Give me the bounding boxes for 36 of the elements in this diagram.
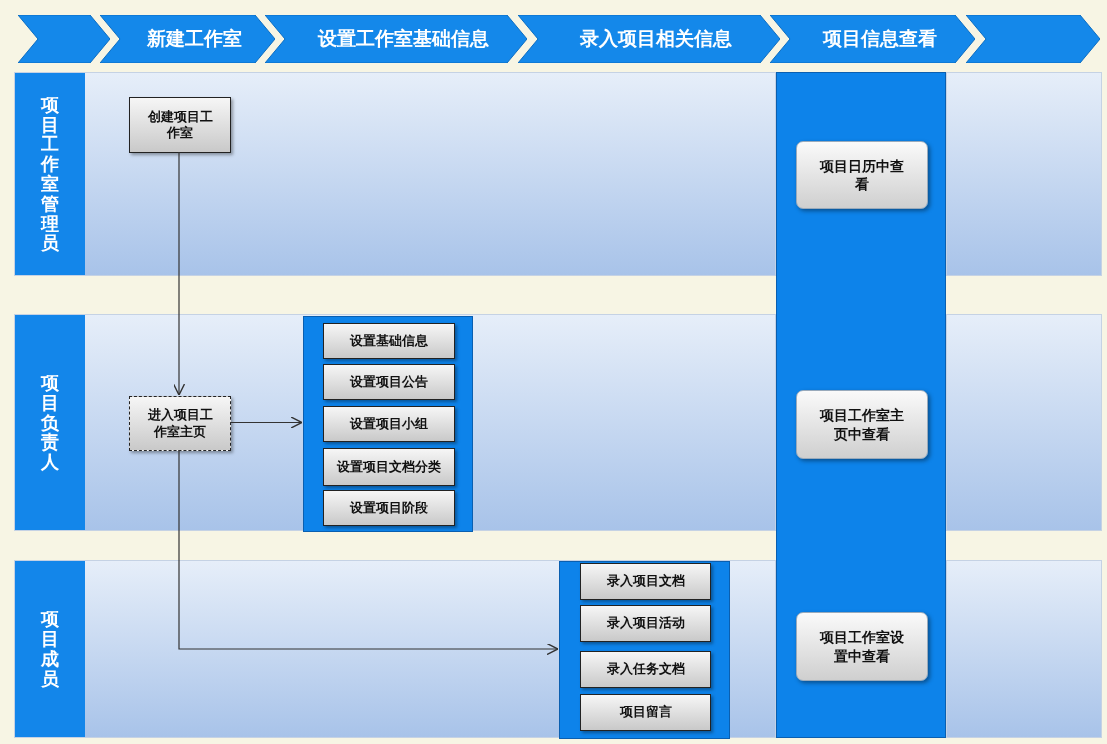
swimlane	[14, 560, 776, 738]
process-box: 设置基础信息	[323, 323, 455, 359]
process-box: 项目留言	[580, 694, 711, 731]
swimlane	[14, 314, 776, 531]
process-box: 设置项目小组	[323, 406, 455, 442]
process-box: 设置项目公告	[323, 364, 455, 400]
view-box: 项目工作室主页中查看	[796, 390, 928, 459]
swimlane	[14, 72, 776, 276]
chevron-step	[518, 15, 780, 63]
step-label: 设置工作室基础信息	[316, 26, 490, 51]
process-box: 录入项目文档	[580, 563, 711, 600]
process-box: 进入项目工作室主页	[129, 396, 231, 451]
chevron-step	[265, 15, 527, 63]
lane-header: 项目成员	[15, 561, 85, 737]
process-box: 录入项目活动	[580, 605, 711, 642]
arrow	[229, 416, 303, 429]
group-panel	[303, 316, 473, 532]
view-box: 项目日历中查看	[796, 141, 928, 209]
group-panel	[559, 561, 730, 739]
arrow	[172, 151, 186, 396]
process-box: 创建项目工作室	[129, 97, 231, 153]
step-label: 录入项目相关信息	[579, 26, 733, 51]
group-panel	[776, 72, 946, 738]
lane-header: 项目负责人	[15, 315, 85, 530]
chevron-step	[770, 15, 975, 63]
process-box: 设置项目阶段	[323, 490, 455, 526]
view-box: 项目工作室设置中查看	[796, 612, 928, 681]
lane-header: 项目工作室管理员	[15, 73, 85, 275]
step-label: 项目信息查看	[821, 26, 938, 51]
chevron-step	[966, 15, 1100, 63]
process-box: 设置项目文档分类	[323, 448, 455, 486]
chevron-step	[18, 15, 110, 63]
step-label: 新建工作室	[146, 26, 243, 51]
process-box: 录入任务文档	[580, 651, 711, 688]
arrow	[178, 449, 559, 656]
chevron-step	[100, 15, 275, 63]
